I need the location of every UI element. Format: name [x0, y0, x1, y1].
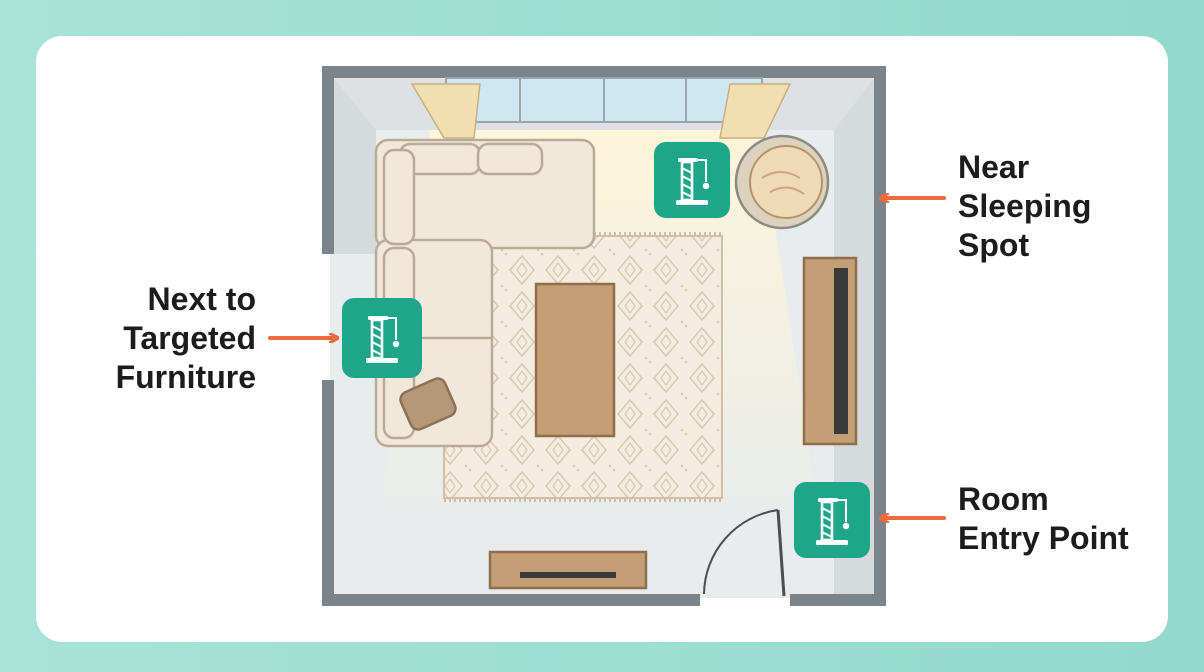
- label-line: Room: [958, 481, 1049, 517]
- label-line: Entry Point: [958, 520, 1129, 556]
- label-line: Furniture: [115, 359, 256, 395]
- label-line: Sleeping: [958, 188, 1092, 224]
- tv-console: [802, 256, 858, 446]
- post-badge-near-sleeping: [654, 142, 730, 218]
- cat-bed: [734, 134, 830, 230]
- label-room-entry-point: Room Entry Point: [958, 480, 1129, 558]
- post-badge-near-furniture: [342, 298, 422, 378]
- coffee-table: [534, 282, 616, 438]
- window: [410, 77, 792, 139]
- label-line: Targeted: [123, 320, 256, 356]
- label-line: Next to: [147, 281, 256, 317]
- label-line: Spot: [958, 227, 1030, 263]
- label-line: Near: [958, 149, 1030, 185]
- room-door: [703, 509, 786, 597]
- wall-bevel-left: [334, 78, 376, 254]
- label-near-sleeping-spot: Near Sleeping Spot: [958, 148, 1091, 265]
- post-badge-entry: [794, 482, 870, 558]
- side-table: [488, 550, 648, 590]
- label-next-to-furniture: Next to Targeted Furniture: [116, 280, 256, 397]
- throw-pillow: [399, 377, 457, 431]
